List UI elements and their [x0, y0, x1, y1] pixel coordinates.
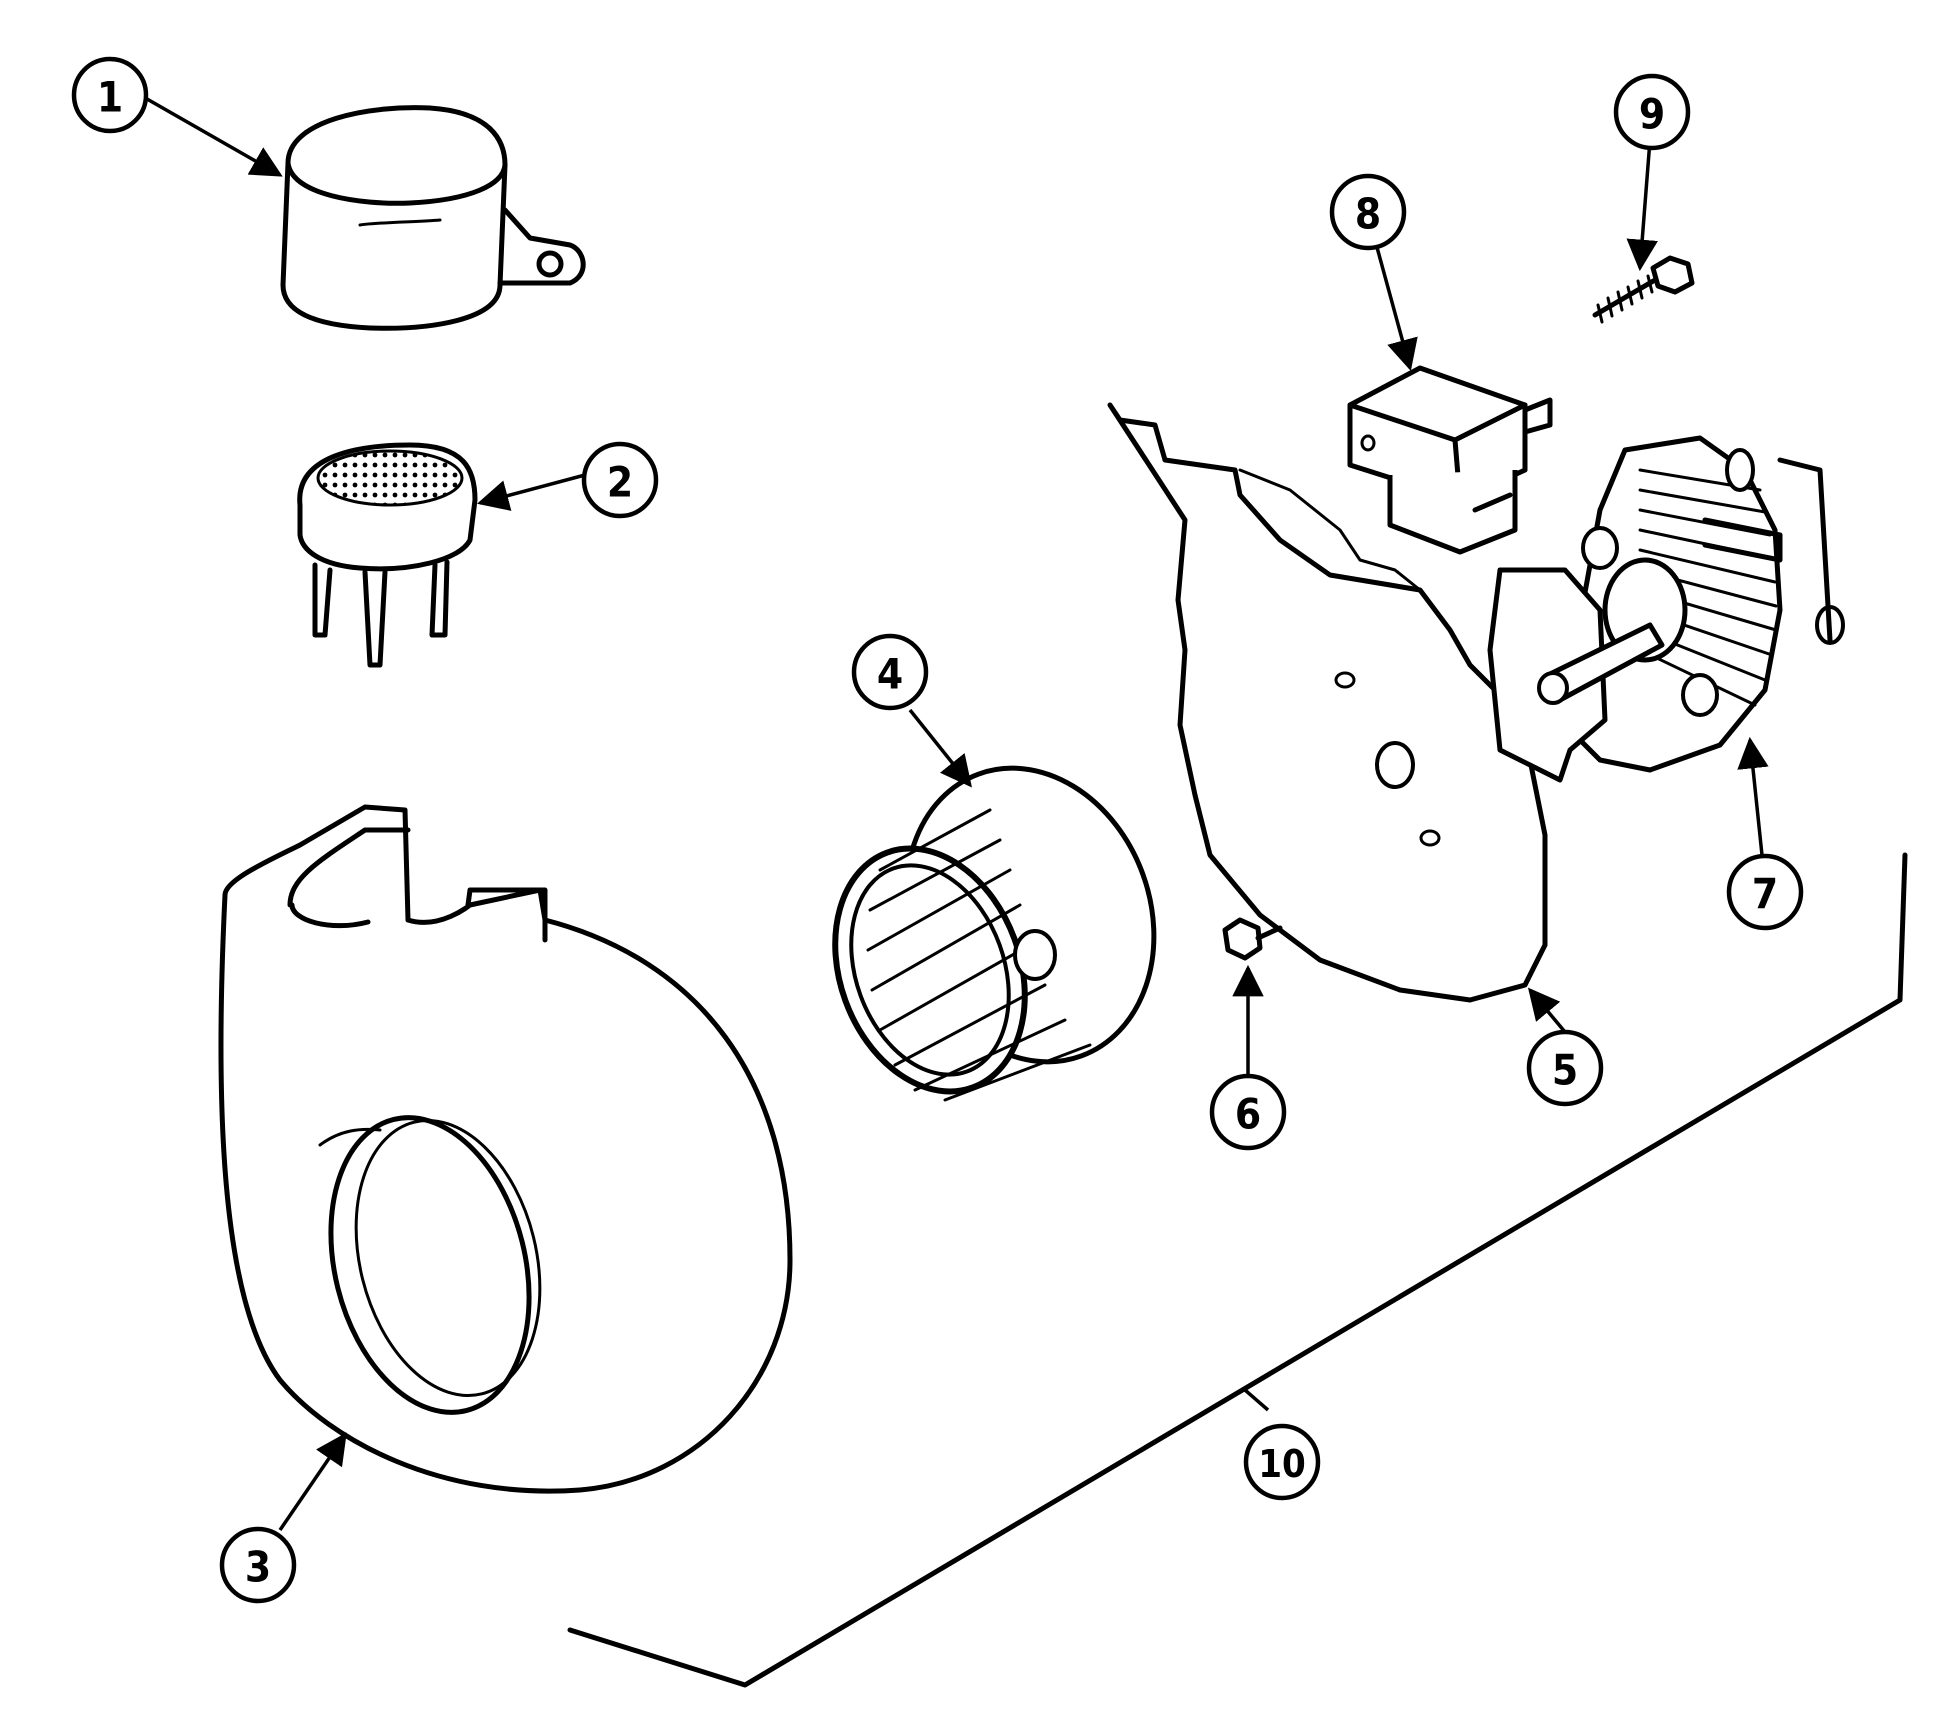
callout-3: 3 — [219, 1526, 297, 1604]
callout-2: 2 — [581, 441, 659, 519]
leader-lines — [139, 93, 1769, 1531]
callout-1: 1 — [71, 56, 149, 134]
callout-9-number: 9 — [1639, 90, 1665, 139]
callout-7-number: 7 — [1752, 870, 1778, 919]
part-7-motor — [1487, 435, 1845, 783]
callout-8-number: 8 — [1355, 190, 1381, 239]
part-5-mounting-plate — [1107, 402, 1548, 1003]
callout-10-number: 10 — [1258, 1442, 1306, 1486]
callout-4-number: 4 — [877, 650, 903, 699]
callout-10: 10 — [1243, 1423, 1321, 1501]
callout-4: 4 — [851, 633, 929, 711]
part-8-relay — [1347, 365, 1553, 555]
callout-9: 9 — [1613, 73, 1691, 151]
callout-1-number: 1 — [97, 73, 123, 122]
callout-5: 5 — [1526, 1029, 1604, 1107]
callout-5-number: 5 — [1552, 1046, 1578, 1095]
callout-6: 6 — [1209, 1073, 1287, 1151]
callout-6-number: 6 — [1235, 1090, 1261, 1139]
part-1-cap — [280, 105, 586, 331]
callout-3-number: 3 — [245, 1543, 271, 1592]
callout-7: 7 — [1726, 853, 1804, 931]
part-4-blower-wheel — [832, 765, 1157, 1102]
part-3-blower-housing — [218, 804, 793, 1494]
callout-2-number: 2 — [607, 458, 633, 507]
part-2-sensor — [297, 442, 478, 668]
part-10-bracket-outline — [567, 852, 1908, 1688]
part-9-bolt — [1592, 255, 1695, 324]
callout-8: 8 — [1329, 173, 1407, 251]
part-6-screw — [1222, 917, 1283, 961]
